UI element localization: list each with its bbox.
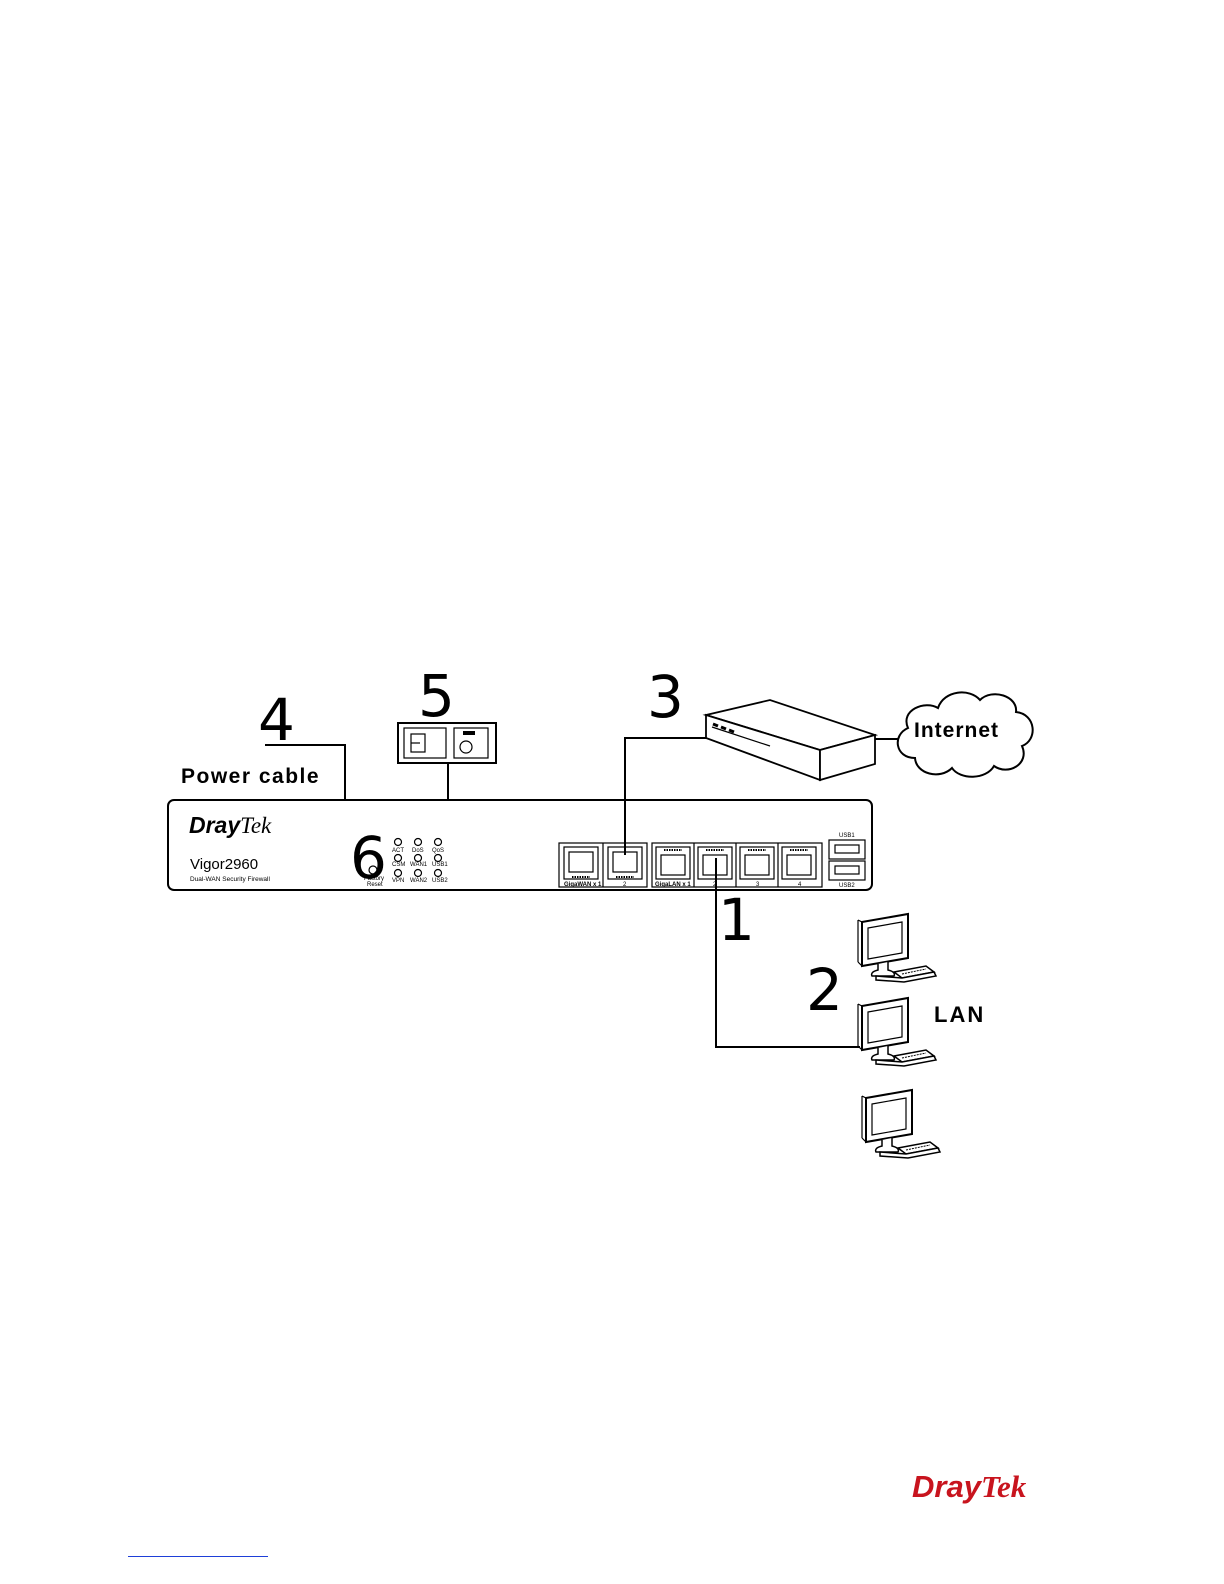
lan-label: LAN xyxy=(934,1002,985,1027)
led-qos-label: QoS xyxy=(432,848,444,854)
footer-logo-dray: Dray xyxy=(912,1469,983,1504)
lan-label-text: GigaLAN x 1 xyxy=(655,882,691,888)
power-socket-switch xyxy=(398,723,496,800)
led-wan2-label: WAN2 xyxy=(410,878,428,884)
led-act xyxy=(395,839,402,846)
led-act-label: ACT xyxy=(392,848,404,854)
led-vpn-label: VPN xyxy=(392,878,404,884)
led-wan1 xyxy=(415,855,422,862)
led-wan1-label: WAN1 xyxy=(410,862,428,868)
lan-computer-3 xyxy=(862,1090,940,1158)
led-qos xyxy=(435,839,442,846)
led-usb1 xyxy=(435,855,442,862)
broadband-modem xyxy=(706,700,904,780)
led-usb2-label: USB2 xyxy=(432,878,448,884)
wan-label: GigaWAN x 1 xyxy=(564,882,602,888)
led-csm-label: CSM xyxy=(392,862,405,868)
internet-cloud: Internet xyxy=(898,692,1033,776)
callout-5: 5 xyxy=(418,662,455,730)
router-model: Vigor2960 xyxy=(190,856,258,873)
lan-computer-2 xyxy=(858,998,936,1066)
led-usb1-label: USB1 xyxy=(432,862,448,868)
callout-3: 3 xyxy=(647,663,684,731)
vigor-router: DrayTek Vigor2960 Dual-WAN Security Fire… xyxy=(168,800,872,890)
callout-1: 1 xyxy=(718,886,755,954)
power-cable-label: Power cable xyxy=(181,765,320,788)
led-wan2 xyxy=(415,870,422,877)
footer-logo-tek: Tek xyxy=(981,1469,1027,1504)
draytek-footer-logo: DrayTek xyxy=(912,1469,1027,1504)
wan-ports: GigaWAN x 1 2 xyxy=(559,843,647,888)
led-csm xyxy=(395,855,402,862)
router-description: Dual-WAN Security Firewall xyxy=(190,876,270,883)
usb-ports: USB1 USB2 xyxy=(829,833,865,889)
led-vpn xyxy=(395,870,402,877)
callout-2: 2 xyxy=(806,956,843,1024)
footer-link-underline[interactable] xyxy=(128,1556,268,1557)
led-usb2 xyxy=(435,870,442,877)
factory-reset-label-2: Reset xyxy=(367,882,383,888)
internet-label: Internet xyxy=(914,719,999,742)
usb1-label: USB1 xyxy=(839,833,855,839)
callout-4: 4 xyxy=(258,686,295,754)
usb2-label: USB2 xyxy=(839,883,855,889)
wan-cable xyxy=(625,738,706,855)
lan-ports: GigaLAN x 1 2 3 4 xyxy=(652,843,822,888)
lan-computer-1 xyxy=(858,914,936,982)
router-brand-logo: DrayTek xyxy=(189,812,272,838)
led-dos-label: DoS xyxy=(412,848,424,854)
led-dos xyxy=(415,839,422,846)
